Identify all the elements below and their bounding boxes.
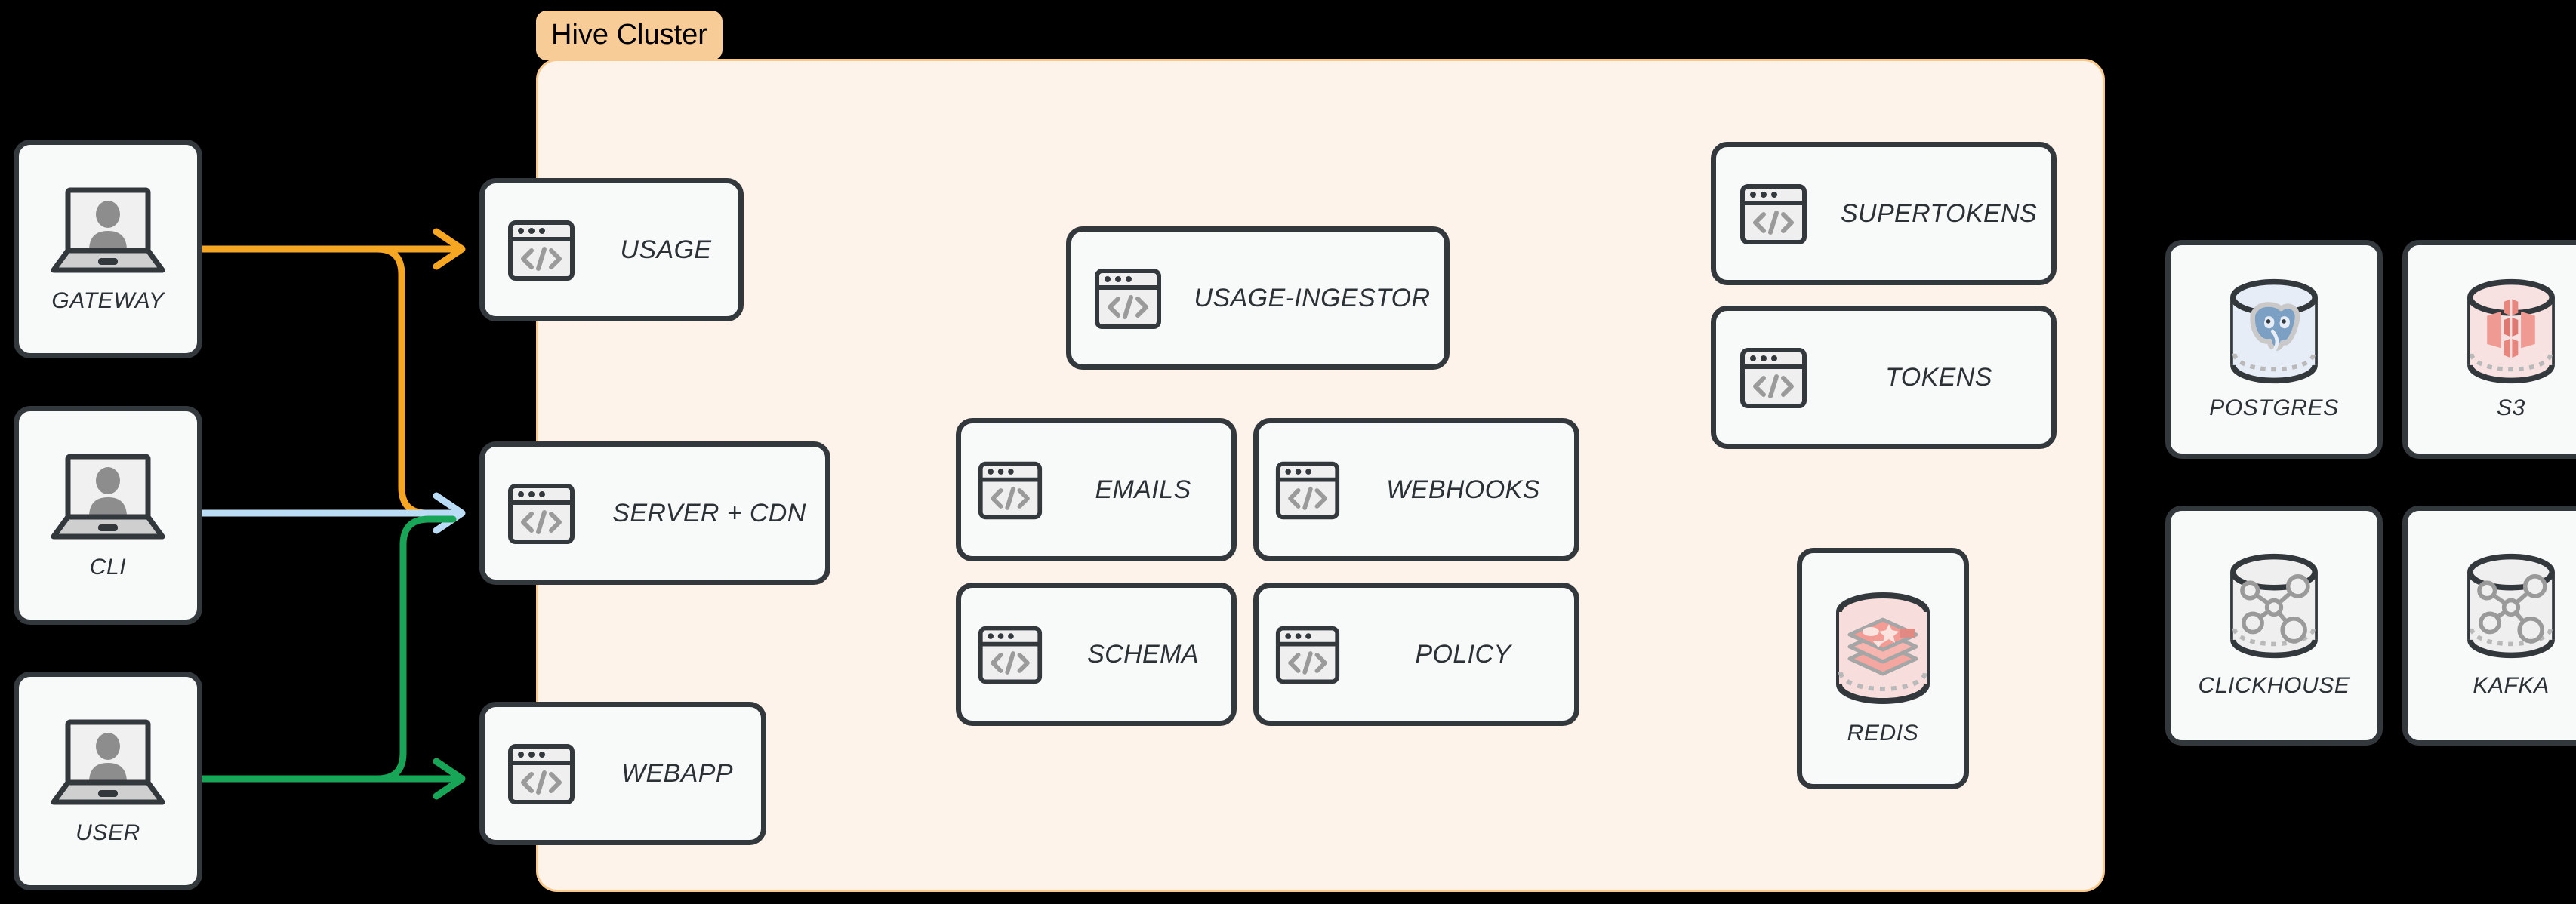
datastore-card-postgres[interactable]: POSTGRES <box>2165 240 2383 459</box>
service-card-server-cdn[interactable]: SERVER + CDN <box>479 441 830 585</box>
service-card-label: WEBAPP <box>621 758 733 788</box>
user-to-server-edge <box>199 515 457 783</box>
service-card-webhooks[interactable]: WEBHOOKS <box>1253 418 1579 561</box>
service-card-policy[interactable]: POLICY <box>1253 583 1579 726</box>
client-node-label: CLI <box>89 555 127 580</box>
service-card-label: SERVER + CDN <box>612 498 806 527</box>
datastore-card-label: REDIS <box>1847 721 1919 746</box>
client-node-user[interactable]: USER <box>14 672 202 890</box>
service-card-label: EMAILS <box>1095 475 1191 504</box>
service-card-label: WEBHOOKS <box>1386 475 1540 504</box>
service-card-emails[interactable]: EMAILS <box>956 418 1237 561</box>
service-card-schema[interactable]: SCHEMA <box>956 583 1237 726</box>
code-window-icon <box>961 621 1059 687</box>
redis-database-icon <box>1823 591 1943 706</box>
user-to-webapp-edge <box>199 758 466 800</box>
code-window-icon <box>1716 343 1831 412</box>
datastore-card-s3[interactable]: S3 <box>2402 240 2576 459</box>
service-card-usage-ingestor[interactable]: USAGE-INGESTOR <box>1066 226 1450 370</box>
generic-database-icon <box>2454 552 2568 660</box>
datastore-card-label: POSTGRES <box>2209 395 2339 420</box>
gateway-to-server-edge <box>199 245 457 517</box>
laptop-user-icon <box>51 184 165 276</box>
client-node-cli[interactable]: CLI <box>14 406 202 625</box>
datastore-card-label: CLICKHOUSE <box>2198 673 2350 698</box>
client-node-gateway[interactable]: GATEWAY <box>14 140 202 358</box>
datastore-card-clickhouse[interactable]: CLICKHOUSE <box>2165 506 2383 746</box>
service-card-label: USAGE-INGESTOR <box>1194 283 1431 312</box>
datastore-card-kafka[interactable]: KAFKA <box>2402 506 2576 746</box>
code-window-icon <box>961 457 1059 523</box>
service-card-label: USAGE <box>620 235 712 264</box>
code-window-icon <box>1259 621 1357 687</box>
code-window-icon <box>1716 179 1831 248</box>
code-window-icon <box>1259 457 1357 523</box>
code-window-icon <box>1071 263 1185 333</box>
s3-database-icon <box>2454 278 2568 385</box>
hive-cluster-badge: Hive Cluster <box>536 11 723 60</box>
code-window-icon <box>485 215 598 284</box>
datastore-card-label: S3 <box>2497 395 2525 420</box>
generic-database-icon <box>2217 552 2331 660</box>
service-card-label: SCHEMA <box>1087 639 1199 669</box>
service-card-usage[interactable]: USAGE <box>479 178 744 321</box>
gateway-to-usage-edge <box>199 228 466 270</box>
service-card-webapp[interactable]: WEBAPP <box>479 702 766 845</box>
datastore-card-label: KAFKA <box>2473 673 2550 698</box>
service-card-tokens[interactable]: TOKENS <box>1711 306 2057 449</box>
laptop-user-icon <box>51 716 165 808</box>
client-node-label: GATEWAY <box>51 288 165 313</box>
postgres-database-icon <box>2217 278 2331 385</box>
service-card-label: TOKENS <box>1885 362 1992 392</box>
client-node-label: USER <box>75 820 140 845</box>
cli-to-server-edge <box>199 492 466 534</box>
datastore-card-redis[interactable]: REDIS <box>1797 548 1969 789</box>
service-card-supertokens[interactable]: SUPERTOKENS <box>1711 142 2057 285</box>
code-window-icon <box>485 478 598 548</box>
laptop-user-icon <box>51 450 165 543</box>
code-window-icon <box>485 739 598 808</box>
service-card-label: POLICY <box>1415 639 1511 669</box>
service-card-label: SUPERTOKENS <box>1840 198 2038 228</box>
